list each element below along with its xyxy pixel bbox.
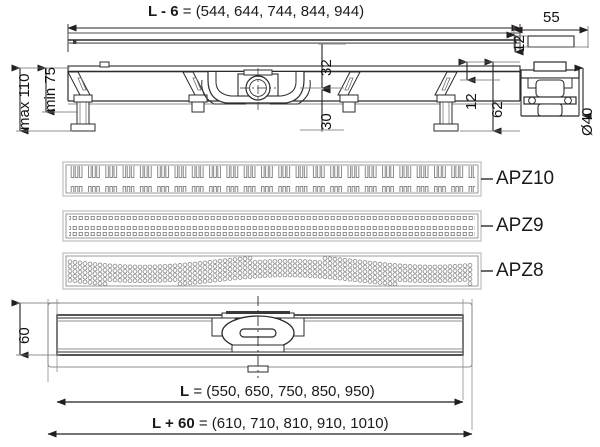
adjustable-leg (337, 71, 361, 113)
left-height-dimensions (11, 64, 78, 135)
plan-length-prefix: L (180, 383, 190, 400)
top-dimension-values: (544, 644, 744, 844, 944) (195, 3, 365, 20)
plan-length-values: (550, 650, 750, 850, 950) (206, 383, 375, 400)
grate-label-apz9: APZ9 (496, 215, 544, 236)
flange-thickness-label: 12 (463, 93, 480, 110)
grate-apz8 (62, 252, 493, 290)
plan-length-label: L = (550, 650, 750, 850, 950) (180, 383, 375, 400)
adjustable-leg (182, 71, 208, 113)
end-view-flange-label: 12 (511, 35, 528, 52)
grate-apz10 (62, 161, 493, 197)
end-view (506, 26, 592, 120)
upper-offset-label: 32 (318, 59, 335, 76)
end-view-outlet-label: Ø40 (579, 107, 596, 136)
plan-overall-label: L + 60 = (610, 710, 810, 910, 1010) (152, 415, 389, 432)
plan-height-label: 60 (16, 327, 33, 344)
adjustable-leg (433, 71, 459, 132)
apz8-wave-dots (67, 256, 473, 286)
plan-outlet-assembly (211, 296, 305, 378)
plan-length-equals: = (193, 383, 203, 400)
center-height-dimensions (300, 43, 346, 132)
lower-offset-label: 30 (318, 113, 335, 130)
max-height-label: max 110 (16, 73, 33, 130)
plan-overall-prefix: L + 60 (152, 415, 195, 432)
body-height-label: 62 (489, 101, 506, 118)
plan-overall-values: (610, 710, 810, 910, 1010) (211, 415, 389, 432)
min-height-label: min 75 (42, 66, 59, 112)
plan-height-dimension (11, 299, 473, 430)
top-profile-strip (67, 32, 521, 44)
longitudinal-section (67, 61, 521, 132)
top-dimension-label: L - 6 = (544, 644, 744, 844, 944) (148, 3, 364, 20)
top-dimension-prefix: L - 6 (148, 3, 179, 20)
top-dimension-equals: = (182, 3, 192, 20)
end-view-width-label: 55 (543, 9, 560, 26)
grate-label-apz8: APZ8 (496, 260, 544, 281)
adjustable-leg (67, 71, 96, 132)
grate-label-apz10: APZ10 (496, 168, 555, 189)
right-height-dimensions (458, 58, 520, 135)
grate-apz9 (62, 210, 493, 242)
plan-overall-equals: = (198, 415, 208, 432)
plan-view (47, 296, 473, 378)
siphon-trap (201, 68, 311, 110)
